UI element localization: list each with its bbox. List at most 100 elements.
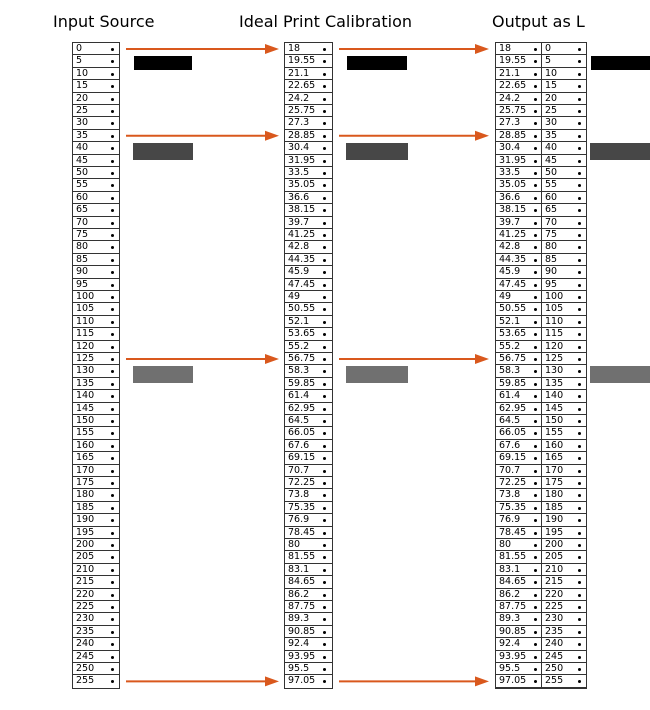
output-ideal-value: 52.1: [499, 315, 521, 327]
bullet-dot-icon: [111, 333, 114, 337]
input-cell: 190: [73, 514, 119, 527]
bullet-dot-icon: [578, 221, 581, 225]
input-cell: 125: [73, 353, 119, 366]
bullet-dot-icon: [578, 258, 581, 262]
output-input-cell: 65: [542, 204, 586, 217]
output-input-value: 85: [545, 253, 558, 265]
bullet-dot-icon: [111, 196, 114, 200]
bullet-dot-icon: [534, 382, 537, 386]
output-input-value: 150: [545, 415, 564, 426]
ideal-cell: 35.05: [285, 179, 332, 192]
bullet-dot-icon: [578, 581, 581, 585]
input-value: 205: [76, 551, 95, 563]
ideal-value: 27.3: [288, 117, 310, 129]
title-ideal-print-calibration: Ideal Print Calibration: [239, 12, 412, 31]
output-ideal-value: 38.15: [499, 204, 527, 216]
output-input-value: 170: [545, 464, 564, 476]
ideal-value: 87.75: [288, 601, 316, 612]
bullet-dot-icon: [323, 420, 326, 423]
ideal-value: 21.1: [288, 67, 310, 79]
ideal-value: 93.95: [288, 650, 316, 662]
input-cell: 135: [73, 378, 119, 391]
ideal-value: 83.1: [288, 563, 310, 575]
output-input-cell: 130: [542, 365, 586, 378]
bullet-dot-icon: [323, 147, 326, 151]
ideal-value: 64.5: [288, 415, 310, 426]
bullet-dot-icon: [323, 382, 326, 386]
input-cell: 175: [73, 477, 119, 490]
bullet-dot-icon: [578, 494, 581, 498]
ideal-cell: 28.85: [285, 130, 332, 143]
ideal-cell: 92.4: [285, 638, 332, 651]
output-input-cell: 45: [542, 155, 586, 167]
ideal-cell: 49: [285, 291, 332, 304]
bullet-dot-icon: [111, 630, 114, 634]
bullet-dot-icon: [111, 60, 114, 64]
ideal-cell: 75.35: [285, 502, 332, 515]
output-ideal-cell: 62.95: [496, 403, 542, 415]
output-input-value: 125: [545, 353, 564, 364]
ideal-cell: 89.3: [285, 613, 332, 626]
input-value: 230: [76, 613, 95, 625]
output-input-value: 80: [545, 241, 558, 253]
output-ideal-value: 30.4: [499, 142, 521, 154]
output-ideal-cell: 33.5: [496, 167, 542, 180]
bullet-dot-icon: [323, 544, 326, 547]
bullet-dot-icon: [534, 296, 537, 299]
output-input-value: 220: [545, 588, 564, 600]
bullet-dot-icon: [578, 48, 581, 51]
output-ideal-cell: 56.75: [496, 353, 542, 366]
output-ideal-cell: 81.55: [496, 551, 542, 564]
bullet-dot-icon: [323, 345, 326, 349]
ideal-value: 36.6: [288, 191, 310, 203]
input-value: 180: [76, 489, 95, 501]
input-cell: 225: [73, 601, 119, 614]
output-ideal-value: 58.3: [499, 365, 521, 377]
bullet-dot-icon: [578, 643, 581, 647]
bullet-dot-icon: [111, 320, 114, 324]
output-input-cell: 155: [542, 427, 586, 440]
output-ideal-value: 83.1: [499, 563, 521, 575]
output-input-value: 140: [545, 390, 564, 402]
input-cell: 80: [73, 241, 119, 254]
bullet-dot-icon: [323, 668, 326, 671]
bullet-dot-icon: [323, 85, 326, 89]
input-cell: 150: [73, 415, 119, 428]
output-ideal-cell: 64.5: [496, 415, 542, 428]
input-cell: 235: [73, 625, 119, 639]
bullet-dot-icon: [111, 122, 114, 126]
input-cell: 180: [73, 489, 119, 502]
output-input-value: 135: [545, 377, 564, 389]
input-cell: 20: [73, 93, 119, 105]
bullet-dot-icon: [578, 283, 581, 287]
output-input-value: 110: [545, 315, 564, 327]
output-ideal-cell: 86.2: [496, 589, 542, 601]
bullet-dot-icon: [111, 506, 114, 510]
bullet-dot-icon: [323, 258, 326, 262]
output-input-value: 215: [545, 576, 564, 588]
bullet-dot-icon: [534, 320, 537, 324]
output-ideal-cell: 30.4: [496, 142, 542, 155]
output-ideal-cell: 53.65: [496, 328, 542, 341]
column-separator: [541, 43, 542, 688]
ideal-cell: 86.2: [285, 589, 332, 601]
bullet-dot-icon: [578, 320, 581, 324]
ideal-value: 39.7: [288, 216, 310, 228]
output-input-cell: 95: [542, 279, 586, 291]
bullet-dot-icon: [534, 655, 537, 659]
output-ideal-cell: 66.05: [496, 427, 542, 440]
input-value: 235: [76, 625, 95, 637]
ideal-value: 66.05: [288, 427, 316, 439]
input-value: 25: [76, 105, 89, 116]
output-input-value: 175: [545, 477, 564, 488]
output-input-value: 145: [545, 402, 564, 414]
input-value: 110: [76, 315, 95, 327]
tone-swatch: [346, 143, 408, 161]
output-input-cell: 160: [542, 440, 586, 453]
ideal-cell: 59.85: [285, 378, 332, 391]
input-cell: 40: [73, 142, 119, 155]
ideal-cell: 61.4: [285, 390, 332, 403]
ideal-cell: 27.3: [285, 117, 332, 130]
output-input-cell: 70: [542, 217, 586, 229]
